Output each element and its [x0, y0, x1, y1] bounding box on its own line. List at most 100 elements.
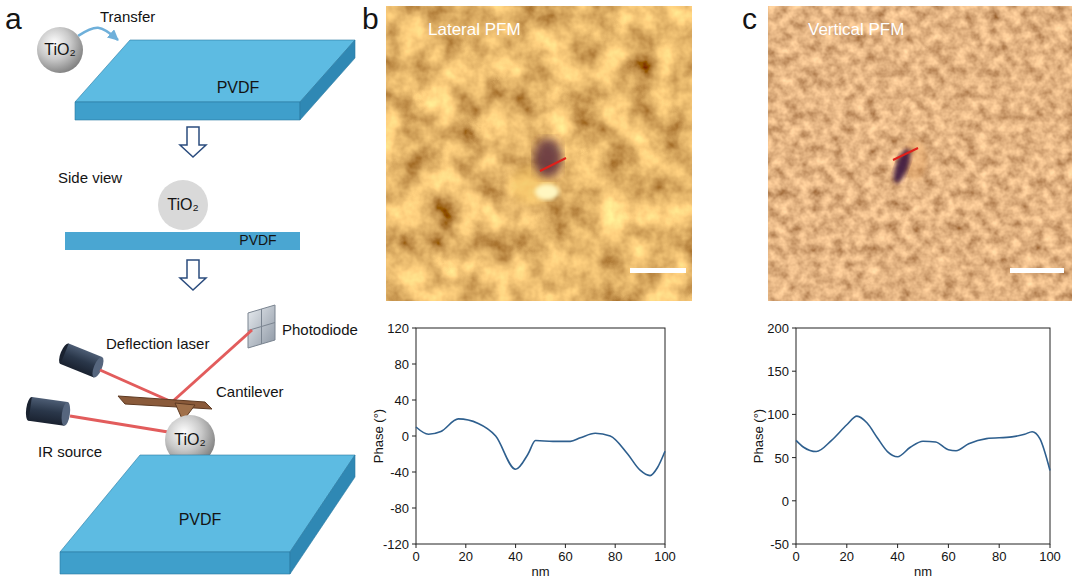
- axis-title: Phase (°): [371, 409, 386, 463]
- label-box: Phase (°): [749, 409, 767, 463]
- label-box: nm: [914, 562, 932, 580]
- label-box: -120: [383, 535, 409, 553]
- pvdf-film: PVDF: [60, 455, 355, 574]
- laser-source: [57, 342, 106, 379]
- down-arrow: [180, 127, 206, 157]
- label-box: 0: [402, 427, 409, 445]
- panel-letter: c: [742, 2, 757, 35]
- label-box: Photodiode: [282, 321, 358, 339]
- label-box: 0: [412, 547, 419, 565]
- tick-label: 100: [654, 549, 676, 564]
- transfer-arrow: [78, 28, 118, 40]
- label-box: 0: [782, 492, 789, 510]
- tick-label: 20: [459, 549, 473, 564]
- tick-label: 80: [608, 549, 622, 564]
- label-box: 50: [775, 449, 789, 467]
- tio2-particle: TiO₂: [158, 180, 208, 230]
- part-label: IR source: [38, 443, 102, 460]
- panel-letter: b: [362, 2, 379, 35]
- label-box: 80: [608, 547, 622, 565]
- tick-label: 40: [395, 393, 409, 408]
- label-box: -50: [770, 535, 789, 553]
- edge-label: Transfer: [100, 8, 155, 25]
- node-label: PVDF: [217, 79, 260, 97]
- label-box: nm: [531, 562, 549, 580]
- label-box: 40: [508, 547, 522, 565]
- label-box: 100: [1039, 547, 1061, 565]
- tick-label: 150: [767, 364, 789, 379]
- tick-label: 80: [992, 549, 1006, 564]
- label-box: b: [362, 2, 379, 35]
- tick-label: 40: [508, 549, 522, 564]
- node-label: PVDF: [239, 233, 276, 248]
- label-box: Lateral PFM: [428, 21, 521, 40]
- part-label: Deflection laser: [106, 335, 209, 352]
- label-box: -40: [390, 463, 409, 481]
- axis-title: nm: [531, 564, 549, 579]
- label-box: c: [742, 2, 757, 35]
- label-box: 150: [767, 362, 789, 380]
- part-label: Cantilever: [216, 383, 284, 400]
- label-box: 80: [992, 547, 1006, 565]
- ir-beam: [70, 416, 168, 432]
- pvdf-film: PVDF: [75, 40, 355, 120]
- image-title: Vertical PFM: [808, 20, 904, 39]
- tick-label: 50: [775, 451, 789, 466]
- label-box: 20: [459, 547, 473, 565]
- tick-label: -80: [390, 501, 409, 516]
- tick-label: 20: [840, 549, 854, 564]
- tick-label: 0: [792, 549, 799, 564]
- tick-label: 60: [941, 549, 955, 564]
- pfm-image: [386, 6, 692, 301]
- node-shape: [75, 40, 355, 120]
- label-box: Phase (°): [369, 409, 387, 463]
- label-box: 20: [840, 547, 854, 565]
- label-box: 40: [395, 391, 409, 409]
- tick-label: 0: [782, 494, 789, 509]
- line-chart: [412, 328, 665, 548]
- line-chart: [792, 328, 1050, 548]
- tick-label: 60: [558, 549, 572, 564]
- pfm-image: [768, 6, 1072, 301]
- tick-label: 200: [767, 321, 789, 336]
- node-label: TiO₂: [174, 431, 205, 449]
- label-box: 60: [941, 547, 955, 565]
- pvdf-film: PVDF: [65, 232, 300, 250]
- edge-label-box: Transfer: [100, 8, 155, 26]
- tick-label: 100: [1039, 549, 1061, 564]
- label-box: Side view: [58, 169, 122, 187]
- tick-label: 100: [767, 408, 789, 423]
- tick-label: 80: [395, 357, 409, 372]
- label-box: Deflection laser: [106, 335, 209, 353]
- label-box: 100: [654, 547, 676, 565]
- label-box: a: [5, 2, 22, 35]
- tick-label: 0: [402, 429, 409, 444]
- label-box: IR source: [38, 443, 102, 461]
- phase-curve: [416, 419, 665, 476]
- tick-label: 120: [387, 321, 409, 336]
- tick-label: 40: [890, 549, 904, 564]
- node-label: TiO₂: [167, 196, 198, 214]
- tick-label: -50: [770, 537, 789, 552]
- label-box: Cantilever: [216, 383, 284, 401]
- label-box: 40: [890, 547, 904, 565]
- image-title: Lateral PFM: [428, 20, 521, 39]
- label-box: -80: [390, 499, 409, 517]
- node-label: TiO₂: [44, 41, 75, 59]
- axis-title: nm: [914, 564, 932, 579]
- label-box: 60: [558, 547, 572, 565]
- tick-label: 0: [412, 549, 419, 564]
- axis-title: Phase (°): [751, 409, 766, 463]
- phase-curve: [796, 416, 1050, 470]
- label-box: 80: [395, 355, 409, 373]
- node-label: PVDF: [179, 511, 222, 529]
- ir-source: [25, 396, 72, 426]
- label-box: 200: [767, 319, 789, 337]
- view-label: Side view: [58, 169, 122, 186]
- tick-label: -40: [390, 465, 409, 480]
- label-box: 0: [792, 547, 799, 565]
- label-box: Vertical PFM: [808, 21, 904, 40]
- tick-label: -120: [383, 537, 409, 552]
- label-box: 120: [387, 319, 409, 337]
- panel-letter: a: [5, 2, 22, 35]
